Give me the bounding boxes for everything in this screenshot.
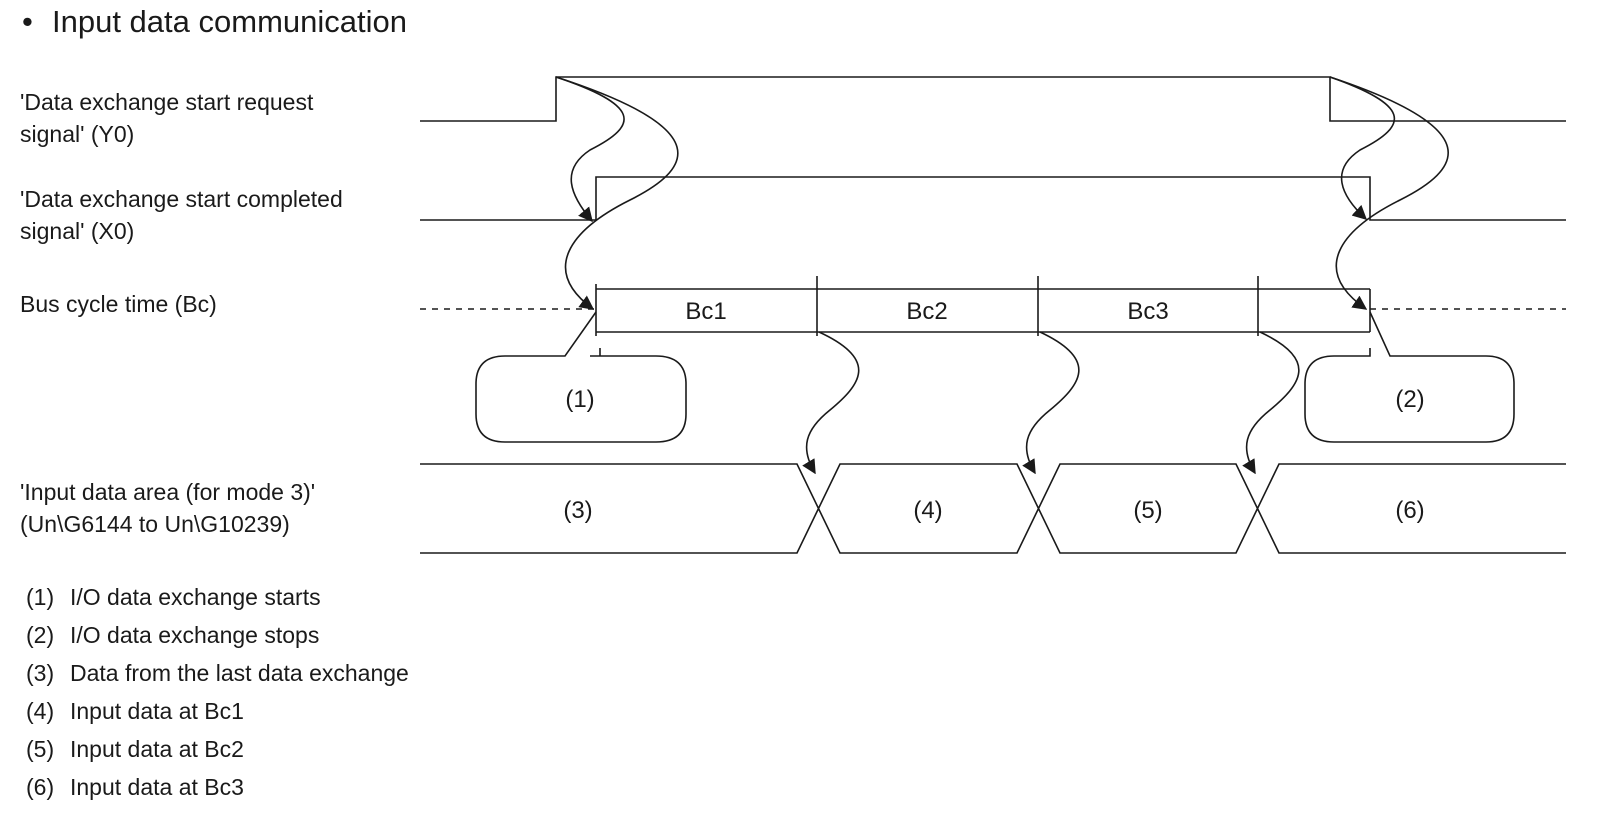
bus-cycle-label-bc1: Bc1 — [685, 298, 726, 325]
signal-label-input-line2: (Un\G6144 to Un\G10239) — [20, 511, 290, 537]
legend-item: (1) I/O data exchange starts — [26, 578, 409, 616]
y0-waveform — [420, 76, 1566, 122]
data-segment-label-4: (4) — [913, 497, 942, 524]
bus-cycle-label-bc3: Bc3 — [1127, 298, 1168, 325]
legend-item-num: (3) — [26, 660, 55, 686]
legend-item-text: Input data at Bc2 — [70, 736, 244, 762]
signal-label-bus-line1: Bus cycle time (Bc) — [20, 291, 217, 317]
bus-cycle-label-bc2: Bc2 — [906, 298, 947, 325]
legend-item-num: (2) — [26, 622, 55, 648]
signal-label-input-line1: 'Input data area (for mode 3)' — [20, 479, 316, 505]
legend-item: (4) Input data at Bc1 — [26, 692, 409, 730]
signal-label-y0: 'Data exchange start request signal' (Y0… — [20, 86, 313, 150]
legend-item-text: I/O data exchange stops — [70, 622, 320, 648]
callout-stop-box — [1304, 311, 1515, 443]
signal-label-x0-line2: signal' (X0) — [20, 218, 135, 244]
legend-item-num: (5) — [26, 736, 55, 762]
input-data-area-waveform — [420, 463, 1566, 554]
x0-waveform — [420, 176, 1566, 221]
legend-item-text: Data from the last data exchange — [70, 660, 409, 686]
data-segment-label-6: (6) — [1395, 497, 1424, 524]
arrow-y0-to-bus-start — [555, 76, 679, 310]
title-bullet: • — [22, 4, 33, 39]
arrow-y0-to-bus-stop — [1329, 76, 1449, 310]
signal-label-y0-line1: 'Data exchange start request — [20, 89, 314, 115]
legend-list: (1) I/O data exchange starts (2) I/O data … — [26, 578, 409, 806]
arrow-bc2-to-data5 — [1022, 331, 1080, 475]
legend-item-text: I/O data exchange starts — [70, 584, 321, 610]
legend-item-text: Input data at Bc3 — [70, 774, 244, 800]
arrow-y0-to-x0-stop — [1329, 76, 1396, 220]
arrow-bc1-to-data4 — [802, 331, 860, 475]
legend-item: (5) Input data at Bc2 — [26, 730, 409, 768]
data-segment-label-3: (3) — [563, 497, 592, 524]
legend-item: (6) Input data at Bc3 — [26, 768, 409, 806]
callout-stop-label: (2) — [1395, 386, 1424, 413]
page-title: • Input data communication — [22, 2, 407, 42]
signal-label-x0: 'Data exchange start completed signal' (… — [20, 183, 343, 247]
signal-label-x0-line1: 'Data exchange start completed — [20, 186, 343, 212]
arrow-bc3-to-data6 — [1242, 331, 1300, 475]
callout-start-box — [475, 311, 687, 443]
arrow-y0-to-x0-start — [555, 76, 625, 223]
callout-start-label: (1) — [565, 386, 594, 413]
legend-item-text: Input data at Bc1 — [70, 698, 244, 724]
legend-item-num: (1) — [26, 584, 55, 610]
legend-item: (2) I/O data exchange stops — [26, 616, 409, 654]
signal-label-bus-cycle: Bus cycle time (Bc) — [20, 288, 217, 320]
title-text: Input data communication — [52, 4, 407, 39]
legend-item-num: (6) — [26, 774, 55, 800]
signal-label-input-area: 'Input data area (for mode 3)' (Un\G6144… — [20, 476, 315, 540]
legend-item-num: (4) — [26, 698, 55, 724]
data-segment-label-5: (5) — [1133, 497, 1162, 524]
legend-item: (3) Data from the last data exchange — [26, 654, 409, 692]
signal-label-y0-line2: signal' (Y0) — [20, 121, 135, 147]
